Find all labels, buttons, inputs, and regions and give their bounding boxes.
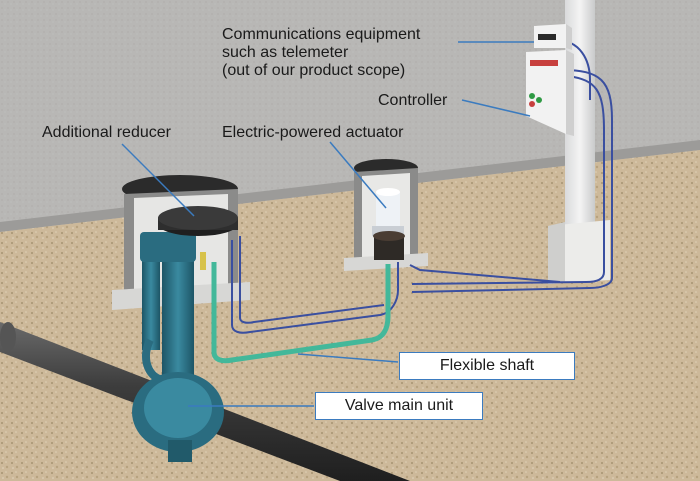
comms-equipment-label: Communications equipment such as telemet… [222, 26, 420, 80]
telemeter-box [534, 24, 572, 50]
valve-main-unit-label: Valve main unit [315, 392, 483, 420]
additional-reducer-label: Additional reducer [42, 124, 171, 142]
flexible-shaft-label: Flexible shaft [399, 352, 575, 380]
actuator-label: Electric-powered actuator [222, 124, 403, 142]
controller-label: Controller [378, 92, 447, 110]
